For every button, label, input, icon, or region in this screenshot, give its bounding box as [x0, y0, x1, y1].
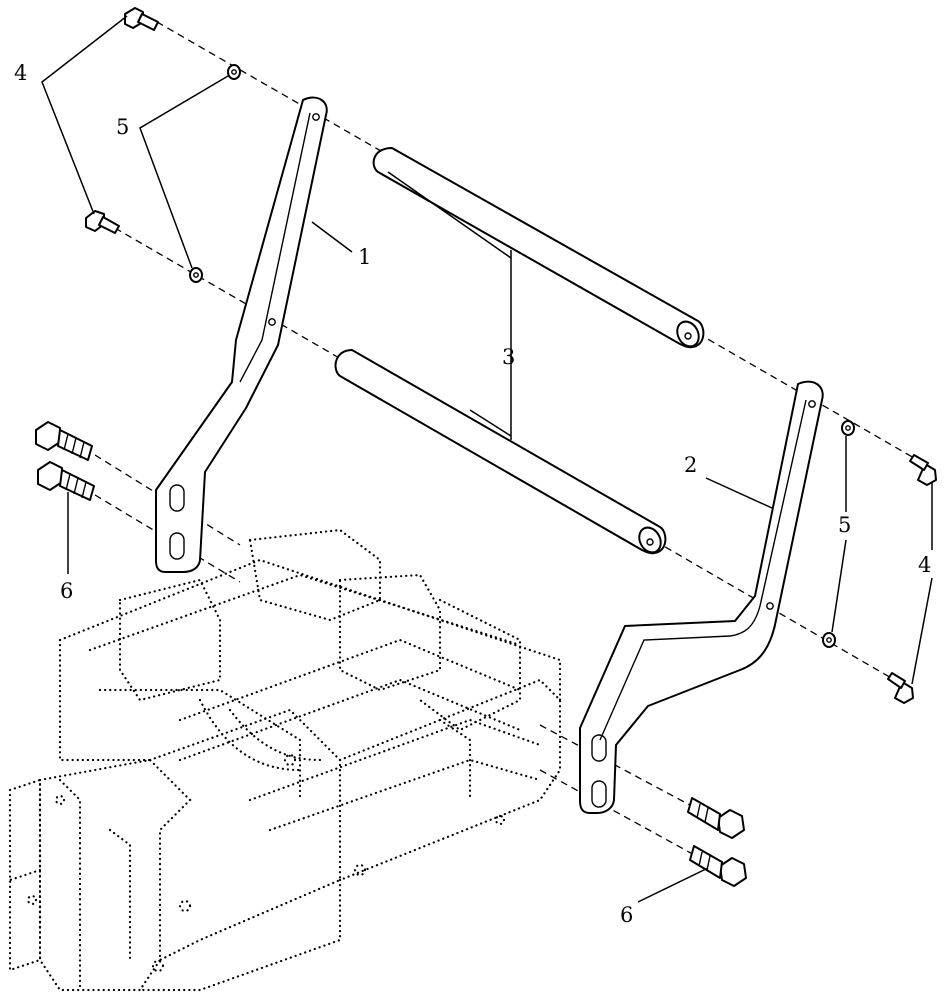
bolt-4-upper-left	[124, 7, 159, 31]
bar-3-lower	[334, 349, 667, 555]
bolt-4-upper-right	[909, 454, 937, 486]
washers-5	[189, 64, 855, 648]
bolt-6-left-lower	[37, 461, 95, 501]
callout-1: 1	[358, 245, 371, 269]
callout-5-left: 5	[116, 115, 129, 139]
callout-5-right: 5	[838, 513, 851, 537]
bolt-6-right-lower	[689, 845, 747, 887]
leader-lines	[41, 15, 933, 903]
bolt-4-lower-left	[85, 210, 120, 234]
bracket-2-right	[579, 380, 824, 814]
bolt-6-left-upper	[35, 421, 93, 461]
callout-6-left: 6	[60, 579, 73, 603]
callout-labels: 1 2 3 4 4 5 5 6 6	[14, 61, 931, 927]
callout-4-right: 4	[918, 553, 931, 577]
bolt-6-right-upper	[687, 797, 745, 839]
callout-3: 3	[502, 345, 515, 369]
callout-2: 2	[684, 453, 697, 477]
bolt-4-lower-right	[887, 672, 914, 704]
callout-6-right: 6	[620, 903, 633, 927]
bracket-1-left	[155, 96, 328, 573]
bar-3-upper	[372, 147, 705, 349]
housing-phantom-outline	[8, 528, 562, 992]
callout-4-left: 4	[14, 61, 27, 85]
